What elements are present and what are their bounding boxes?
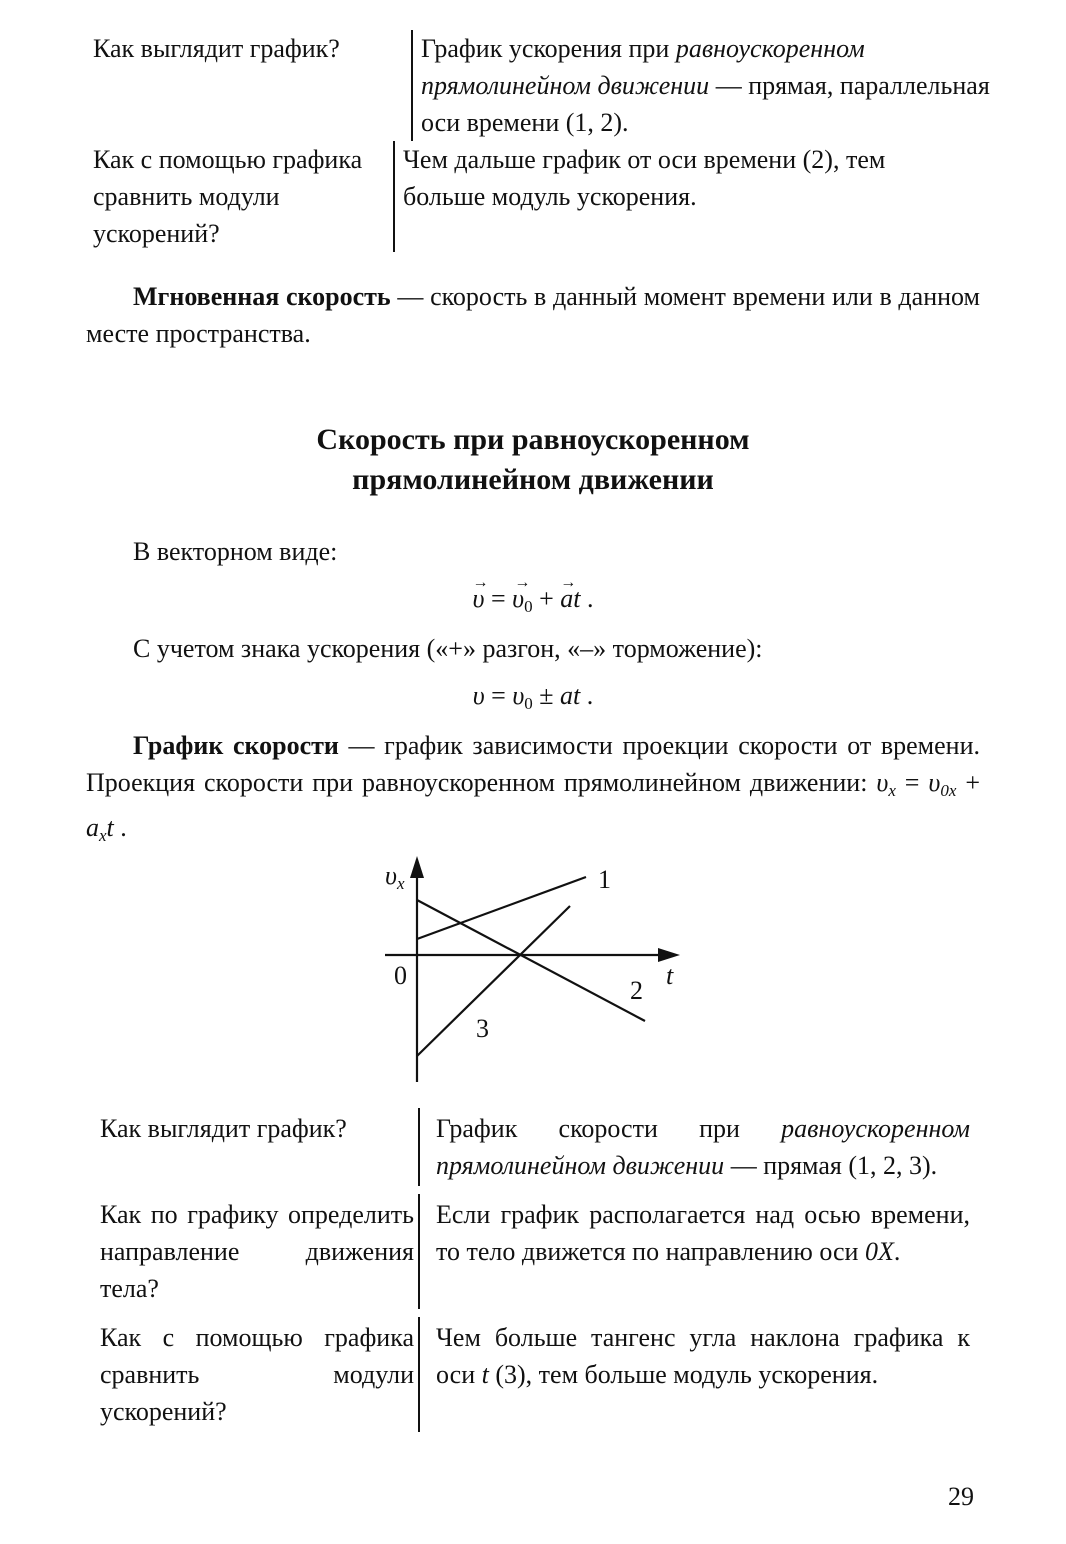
answer-cell: График ускорения при равноускоренном пря…: [411, 30, 991, 141]
table-row: Как по графику определить направление дв…: [0, 1194, 1066, 1309]
page-number: 29: [948, 1482, 974, 1511]
answer-cell: График скорости при равноускоренном прям…: [418, 1108, 970, 1186]
origin-label: 0: [394, 961, 407, 990]
x-axis-arrow: [658, 948, 680, 962]
answer-cell: Чем дальше график от оси времени (2), те…: [393, 141, 973, 252]
top-qa-table: Как выглядит график? График ускорения пр…: [0, 30, 1066, 258]
question-cell: Как выглядит график?: [93, 34, 340, 63]
question-cell: Как выглядит график?: [100, 1114, 347, 1143]
heading-line: Скорость при равноускоренном: [316, 423, 750, 456]
section-heading: Скорость при равноускоренном прямолинейн…: [0, 420, 1066, 500]
line-label-1: 1: [598, 865, 611, 894]
line-label-3: 3: [476, 1014, 489, 1043]
instant-velocity-paragraph: Мгновенная скорость — скорость в данный …: [86, 282, 980, 348]
bottom-qa-table: Как выглядит график? График скорости при…: [0, 1108, 1066, 1432]
formula-vector: υ = υ0 + at .: [0, 564, 1066, 625]
velocity-graph-paragraph: График скорости — график зависимости про…: [86, 731, 980, 845]
line-label-2: 2: [630, 976, 643, 1005]
heading-line: прямолинейном движении: [352, 463, 714, 496]
graph-line-2: [416, 899, 646, 1022]
question-cell: Как с помощью графика сравнить модули ус…: [93, 145, 363, 248]
answer-cell: Если график располагается над осью време…: [418, 1194, 970, 1309]
graph-line-1: [416, 875, 587, 941]
question-cell: Как с помощью графика сравнить модули ус…: [100, 1323, 414, 1426]
question-cell: Как по графику определить направление дв…: [100, 1200, 414, 1303]
y-axis-label: υx: [385, 861, 405, 893]
term: График скорости: [133, 731, 339, 760]
table-row: Как выглядит график? График скорости при…: [0, 1108, 1066, 1186]
vector-intro: В векторном виде:: [133, 537, 338, 566]
x-axis-label: t: [666, 961, 674, 990]
graph-line-3: [416, 905, 571, 1057]
table-row: Как с помощью графика сравнить модули ус…: [0, 141, 1066, 258]
y-axis-arrow: [410, 856, 424, 878]
term: Мгновенная скорость: [133, 282, 391, 311]
velocity-graph: υx t 0 1 2 3: [385, 856, 680, 1082]
formula-scalar: υ = υ0 ± at .: [472, 681, 594, 713]
answer-cell: Чем больше тангенс угла наклона графика …: [418, 1317, 970, 1432]
sign-intro: С учетом знака ускорения («+» разгон, «–…: [133, 634, 763, 663]
table-row: Как с помощью графика сравнить модули ус…: [0, 1317, 1066, 1432]
table-row: Как выглядит график? График ускорения пр…: [0, 30, 1066, 141]
